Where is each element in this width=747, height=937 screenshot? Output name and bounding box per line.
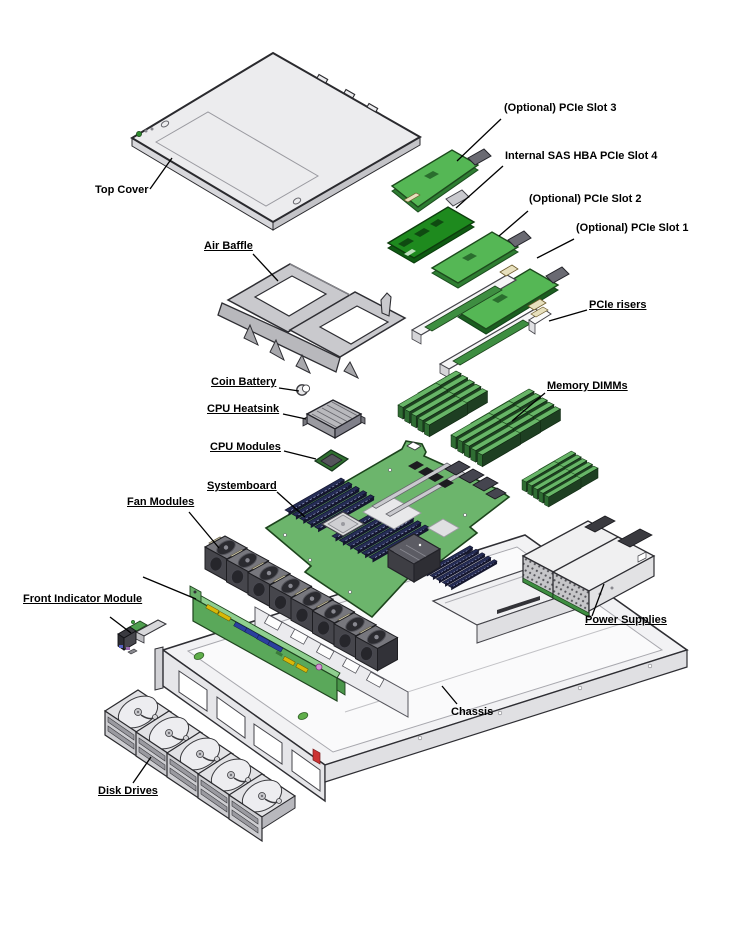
callout-pcie-risers: PCIe risers <box>589 299 647 311</box>
callout-power-supplies: Power Supplies <box>585 614 667 626</box>
leader-lines <box>109 118 605 784</box>
callout-cpu-heatsink: CPU Heatsink <box>207 403 280 415</box>
callout-pcie-slot-3: (Optional) PCIe Slot 3 <box>504 102 617 114</box>
disk-backplane-art <box>189 585 346 703</box>
cpu-module-art <box>313 449 350 472</box>
power-supplies-art <box>521 515 656 619</box>
callout-front-indicator-module: Front Indicator Module <box>23 593 143 605</box>
air-baffle-art <box>217 263 407 380</box>
chassis-red-tab <box>312 748 321 765</box>
callout-coin-battery: Coin Battery <box>211 376 277 388</box>
chassis-clip-icon <box>297 712 309 720</box>
callout-memory-dimms: Memory DIMMs <box>547 380 628 392</box>
pcie-risers-art <box>410 264 552 379</box>
callout-pcie-slot-2: (Optional) PCIe Slot 2 <box>529 193 642 205</box>
chassis-clip-icon <box>193 652 205 660</box>
top-cover-art <box>130 51 423 231</box>
callout-pcie-slot-1: (Optional) PCIe Slot 1 <box>576 222 689 234</box>
callout-disk-drives: Disk Drives <box>98 785 158 797</box>
callout-cpu-modules: CPU Modules <box>210 441 281 453</box>
callout-fan-modules: Fan Modules <box>127 496 195 508</box>
cover-led-icon <box>136 131 142 137</box>
systemboard-art <box>264 440 511 619</box>
cpu-heatsink-art <box>302 399 366 440</box>
callout-air-baffle: Air Baffle <box>204 240 253 252</box>
pcie-cards-art <box>386 148 570 335</box>
callout-chassis: Chassis <box>451 706 494 718</box>
callout-sas-hba-pcie-slot-4: Internal SAS HBA PCIe Slot 4 <box>505 150 658 162</box>
callout-systemboard: Systemboard <box>207 480 277 492</box>
callout-top-cover: Top Cover <box>95 184 149 196</box>
coin-battery-art <box>296 384 311 396</box>
